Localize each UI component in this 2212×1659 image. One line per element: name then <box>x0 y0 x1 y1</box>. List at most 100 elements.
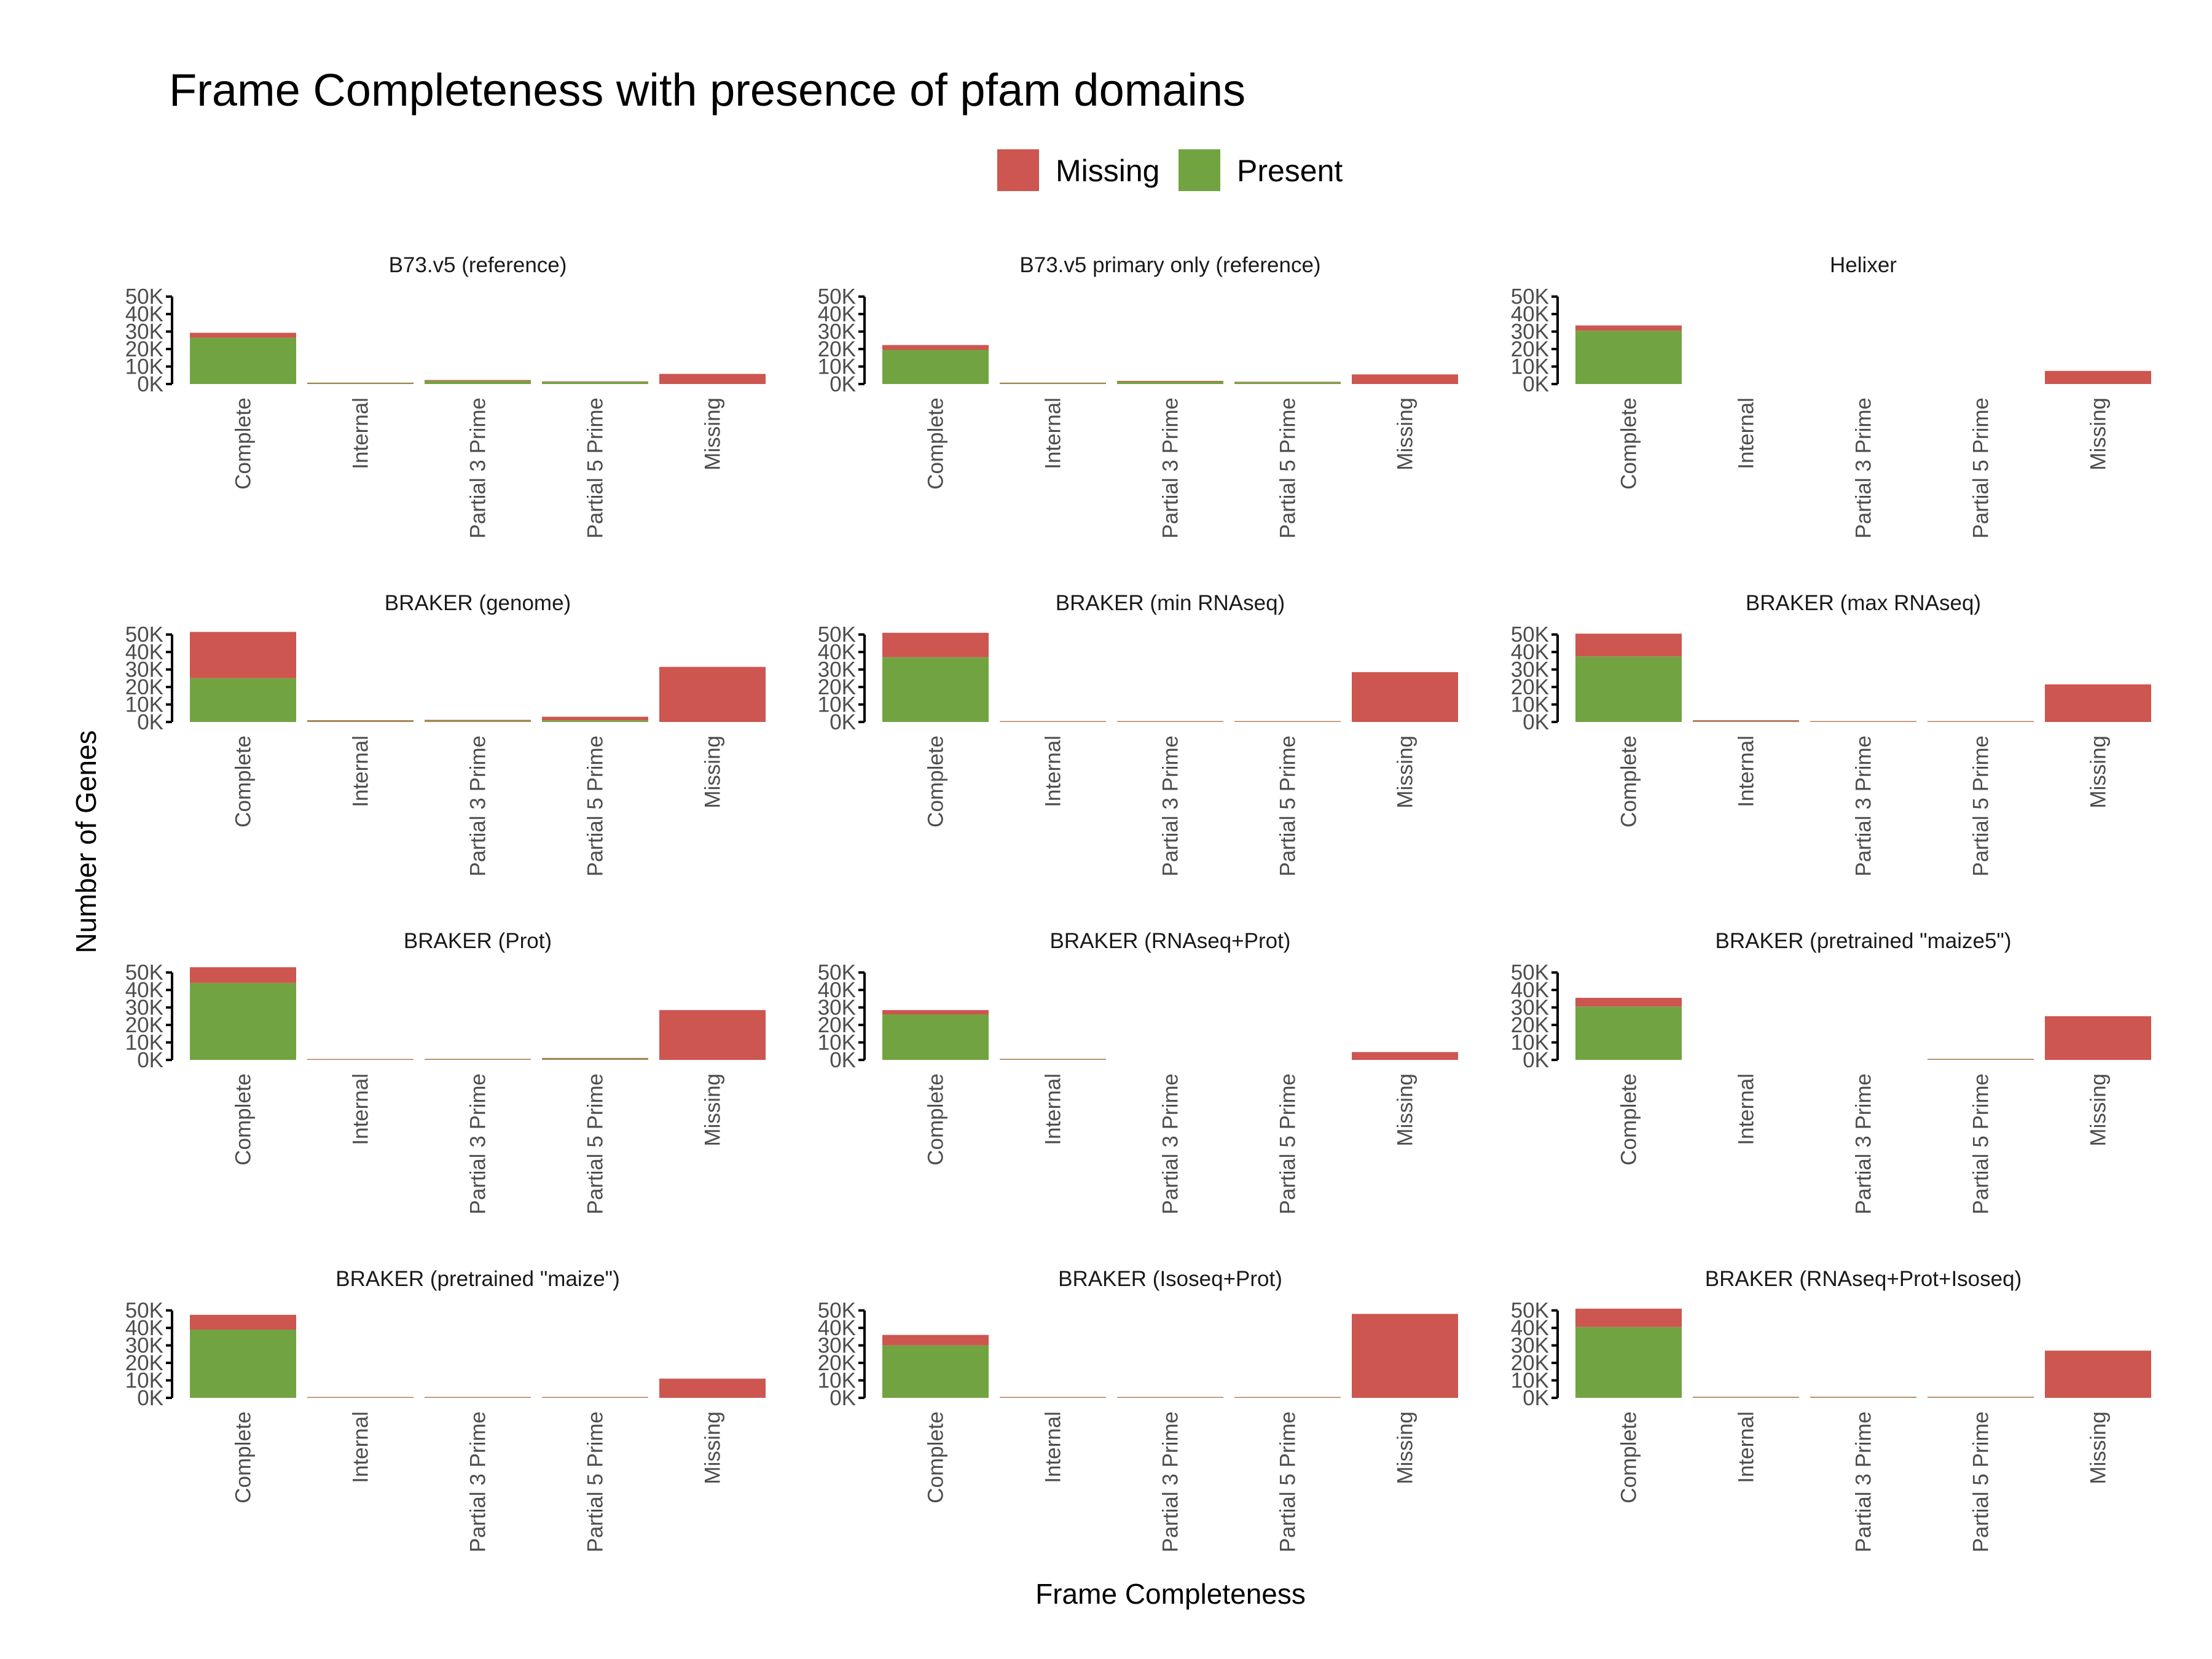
bar-missing <box>542 1397 648 1398</box>
y-tick-label: 50K <box>125 623 163 647</box>
facet-panel: BRAKER (min RNAseq)0K10K20K30K40K50KComp… <box>818 591 1458 877</box>
x-tick-label: Internal <box>1735 735 1759 807</box>
bar-present <box>190 1330 296 1398</box>
y-tick-label: 40K <box>125 1316 163 1340</box>
bar-missing <box>1117 380 1223 382</box>
y-tick-label: 0K <box>1523 1048 1549 1072</box>
panel-title: BRAKER (Prot) <box>404 929 552 953</box>
bar-missing <box>1575 633 1682 657</box>
bar-missing <box>1810 721 1916 722</box>
x-tick-label: Internal <box>1041 1073 1065 1145</box>
y-tick-label: 0K <box>137 710 163 734</box>
y-tick-label: 20K <box>818 1013 856 1037</box>
facet-panel: BRAKER (pretrained "maize5")0K10K20K30K4… <box>1511 929 2151 1215</box>
bar-present <box>1000 383 1106 384</box>
x-tick-label: Internal <box>349 1073 373 1145</box>
bar-missing <box>307 1059 414 1060</box>
x-tick-label: Internal <box>1735 1073 1759 1145</box>
x-tick-label: Complete <box>1617 398 1641 490</box>
y-tick-label: 30K <box>1511 658 1549 682</box>
x-tick-label: Missing <box>1394 398 1418 471</box>
x-tick-label: Partial 3 Prime <box>466 735 490 877</box>
x-tick-label: Missing <box>2087 1073 2111 1147</box>
x-tick-label: Partial 3 Prime <box>1852 1411 1876 1553</box>
x-tick-label: Complete <box>1617 1411 1641 1504</box>
panel-title: BRAKER (max RNAseq) <box>1746 591 1981 615</box>
y-tick-label: 30K <box>1511 1334 1549 1358</box>
x-tick-label: Internal <box>1041 735 1065 807</box>
y-tick-label: 40K <box>818 640 856 664</box>
y-tick-label: 30K <box>1511 996 1549 1020</box>
legend-label-present: Present <box>1237 154 1343 188</box>
bar-present <box>190 337 296 384</box>
panel-title: BRAKER (min RNAseq) <box>1056 591 1285 615</box>
bar-present <box>542 720 648 722</box>
bar-present <box>882 1345 989 1398</box>
bar-missing <box>425 1397 531 1398</box>
bar-present <box>425 1059 531 1060</box>
x-tick-label: Missing <box>2087 735 2111 809</box>
bar-present <box>542 1059 648 1060</box>
y-tick-label: 50K <box>1511 623 1549 647</box>
bar-present <box>1234 1397 1341 1398</box>
x-tick-label: Partial 5 Prime <box>584 1073 608 1215</box>
y-tick-label: 10K <box>818 355 856 379</box>
bar-missing <box>2045 371 2151 384</box>
x-tick-label: Internal <box>349 735 373 807</box>
bar-missing <box>2045 684 2151 722</box>
x-tick-label: Partial 3 Prime <box>1159 735 1183 877</box>
y-tick-label: 20K <box>125 337 163 361</box>
y-tick-label: 40K <box>125 640 163 664</box>
y-tick-label: 40K <box>125 302 163 326</box>
bar-present <box>307 1059 414 1060</box>
bar-missing <box>1693 720 1799 721</box>
bar-present <box>1575 1006 1682 1060</box>
x-tick-label: Missing <box>1394 1073 1418 1147</box>
bar-missing <box>190 1314 296 1330</box>
y-tick-label: 10K <box>1511 693 1549 717</box>
bar-missing <box>307 720 414 721</box>
facet-panel: BRAKER (max RNAseq)0K10K20K30K40K50KComp… <box>1511 591 2151 877</box>
y-tick-label: 50K <box>125 285 163 309</box>
y-tick-label: 20K <box>125 675 163 699</box>
x-tick-label: Missing <box>1394 735 1418 809</box>
bar-present <box>1575 1327 1682 1398</box>
x-tick-label: Complete <box>924 398 948 490</box>
y-tick-label: 20K <box>818 675 856 699</box>
panel-title: BRAKER (pretrained "maize5") <box>1716 929 2012 953</box>
y-tick-label: 10K <box>125 1369 163 1393</box>
y-axis-title: Number of Genes <box>70 730 102 953</box>
bar-present <box>882 657 989 722</box>
bar-missing <box>2045 1351 2151 1398</box>
x-tick-label: Complete <box>232 1073 256 1166</box>
bar-present <box>1117 1397 1223 1398</box>
bar-present <box>542 1397 648 1398</box>
x-tick-label: Complete <box>1617 1073 1641 1166</box>
x-tick-label: Internal <box>1735 1411 1759 1483</box>
x-tick-label: Internal <box>349 398 373 469</box>
facet-panel: BRAKER (Isoseq+Prot)0K10K20K30K40K50KCom… <box>818 1267 1458 1553</box>
panel-title: B73.v5 primary only (reference) <box>1019 253 1320 277</box>
bar-missing <box>542 1057 648 1059</box>
y-tick-label: 50K <box>125 961 163 985</box>
y-tick-label: 50K <box>818 1299 856 1323</box>
bar-present <box>1234 382 1341 384</box>
bar-present <box>1810 1397 1916 1398</box>
bar-missing <box>2045 1016 2151 1060</box>
x-tick-label: Partial 5 Prime <box>1276 1411 1300 1553</box>
y-tick-label: 40K <box>1511 640 1549 664</box>
x-tick-label: Partial 3 Prime <box>1852 398 1876 539</box>
x-tick-label: Complete <box>232 398 256 490</box>
facet-panel: B73.v5 primary only (reference)0K10K20K3… <box>818 253 1458 539</box>
y-tick-label: 40K <box>1511 302 1549 326</box>
bar-missing <box>190 967 296 983</box>
legend: Missing Present <box>997 149 1343 191</box>
bar-present <box>1810 721 1916 722</box>
bar-present <box>307 1397 414 1398</box>
y-tick-label: 0K <box>1523 1386 1549 1410</box>
bar-missing <box>882 345 989 350</box>
bar-missing <box>1234 721 1341 722</box>
x-tick-label: Internal <box>1041 1411 1065 1483</box>
